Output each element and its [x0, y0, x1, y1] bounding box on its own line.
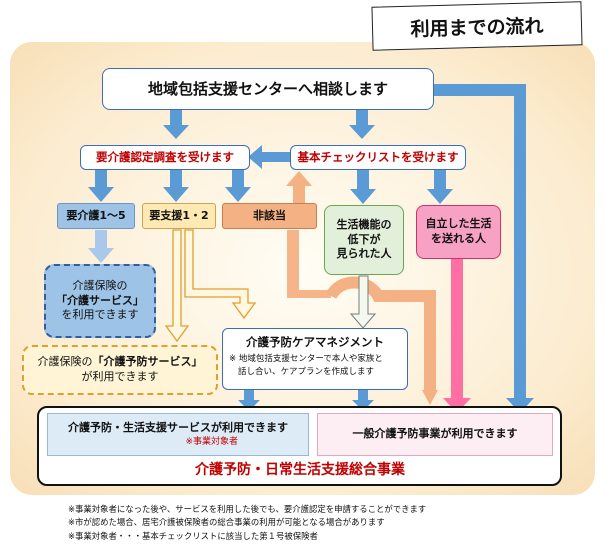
not-applicable-box: 非該当	[222, 203, 317, 229]
independent-box: 自立した生活 を送れる人	[416, 205, 501, 259]
care-management-note2: 話し合い、ケアプランを作成します	[238, 366, 375, 377]
checklist-box: 基本チェックリストを受けます	[290, 145, 466, 170]
function-decline-line1: 生活機能の	[336, 217, 392, 231]
arrow-to-support-level	[163, 170, 189, 202]
prevention-service-name: 「介護予防サービス」	[92, 355, 203, 369]
arrow-independent-to-general-program	[443, 259, 471, 413]
care-service-box: 介護保険の 「介護サービス」 を利用できます	[44, 264, 156, 338]
arrow-checklist-to-certification	[248, 145, 290, 169]
footnote-1: ※事業対象者になった後や、サービスを利用した後でも、要介護認定を申請することがで…	[68, 504, 427, 514]
arrow-to-function-decline	[350, 170, 376, 204]
function-decline-line2: 低下が	[347, 232, 381, 246]
care-service-line3: を利用できます	[61, 308, 139, 322]
care-management-note1: ※ 地域包括支援センターで本人や家族と	[229, 354, 383, 364]
service-a-label: 介護予防・生活支援サービスが利用できます	[68, 421, 288, 434]
arrow-to-care-level	[88, 170, 114, 202]
prevention-service-line1: 介護保険の「介護予防サービス」	[38, 355, 203, 370]
certification-box: 要介護認定調査を受けます	[80, 145, 250, 170]
prevention-service-prefix: 介護保険の	[37, 355, 93, 369]
service-b-box: 一般介護予防事業が利用できます	[317, 413, 553, 456]
arrow-support-to-care-management	[184, 229, 257, 320]
function-decline-line3: 見られた人	[336, 247, 392, 261]
arrow-management-to-service-a	[238, 390, 260, 411]
arrow-to-independent	[427, 170, 453, 204]
arrow-support-to-prevention-service	[164, 229, 190, 343]
arrow-consult-to-checklist	[349, 110, 375, 139]
arrow-consult-to-general-program	[434, 84, 534, 413]
total-program-label: 介護予防・日常生活支援総合事業	[195, 461, 405, 478]
care-management-title: 介護予防ケアマネジメント	[246, 335, 384, 349]
arrow-management-to-service-b	[352, 390, 374, 411]
footnote-3: ※事業対象者・・・基本チェックリストに該当した第１号被保険者	[68, 530, 318, 541]
prevention-service-box: 介護保険の「介護予防サービス」 が利用できます	[22, 345, 218, 395]
arrow-consult-to-certification	[163, 110, 189, 139]
footnotes: ※事業対象者になった後や、サービスを利用した後でも、要介護認定を申請することがで…	[68, 503, 598, 543]
arrow-decline-to-care-management	[349, 275, 377, 329]
service-a-box: 介護予防・生活支援サービスが利用できます ※事業対象者	[47, 413, 309, 456]
arrow-care-level-to-care-service	[88, 230, 114, 263]
care-level-box: 要介護1～5	[57, 203, 135, 229]
function-decline-box: 生活機能の 低下が 見られた人	[324, 205, 404, 275]
independent-line1: 自立した生活	[425, 217, 492, 231]
consult-center-box: 地域包括支援センターへ相談します	[102, 68, 434, 110]
independent-line2: を送れる人	[431, 232, 486, 245]
care-service-line2: 「介護サービス」	[56, 293, 144, 307]
care-management-box: 介護予防ケアマネジメント ※ 地域包括支援センターで本人や家族と 話し合い、ケア…	[222, 328, 408, 390]
arrow-to-not-applicable	[225, 170, 251, 202]
footnote-2: ※市が認めた場合、居宅介護被保険者の総合事業の利用が可能となる場合があります	[68, 517, 385, 528]
care-service-line1: 介護保険の	[72, 278, 128, 292]
support-level-box: 要支援1・2	[142, 203, 216, 229]
service-a-sub: ※事業対象者	[185, 436, 238, 447]
prevention-service-line2: が利用できます	[81, 370, 159, 383]
